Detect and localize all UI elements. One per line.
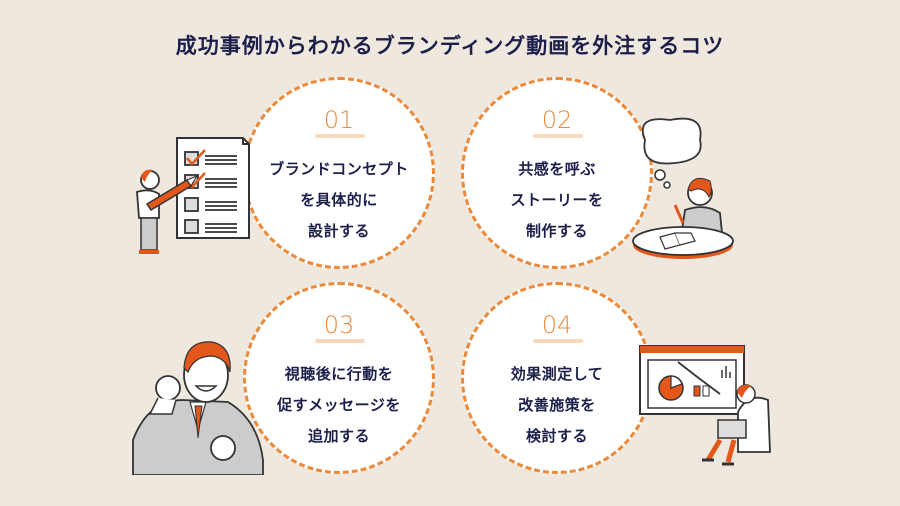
tip-line: ブランドコンセプト	[269, 160, 409, 178]
tip-card-02: 02 共感を呼ぶ ストーリーを 制作する	[461, 77, 653, 269]
checklist-illustration-icon	[136, 137, 250, 254]
tip-text: 視聴後に行動を 促すメッセージを 追加する	[246, 359, 432, 452]
tip-line: 設計する	[307, 222, 370, 240]
tip-number: 02	[541, 106, 573, 134]
tip-line: 共感を呼ぶ	[518, 160, 596, 178]
tip-line: 制作する	[525, 222, 588, 240]
tip-line: 改善施策を	[518, 396, 596, 414]
tip-line: 促すメッセージを	[277, 396, 401, 414]
tip-card-04: 04 効果測定して 改善施策を 検討する	[461, 282, 653, 474]
number-underline	[315, 134, 365, 138]
tip-line: 効果測定して	[510, 365, 604, 383]
tip-line: を具体的に	[300, 191, 378, 209]
tip-card-01: 01 ブランドコンセプト を具体的に 設計する	[243, 77, 435, 269]
thinking-person-illustration-icon	[632, 117, 734, 259]
tip-text: ブランドコンセプト を具体的に 設計する	[246, 154, 432, 247]
tip-number: 04	[541, 311, 573, 339]
number-underline	[533, 339, 583, 343]
number-underline	[315, 339, 365, 343]
analytics-illustration-icon	[639, 345, 771, 466]
tip-number: 03	[323, 311, 355, 339]
tip-line: 追加する	[307, 427, 370, 445]
page-title: 成功事例からわかるブランディング動画を外注するコツ	[175, 34, 725, 58]
tip-line: ストーリーを	[510, 191, 604, 209]
tip-card-03: 03 視聴後に行動を 促すメッセージを 追加する	[243, 282, 435, 474]
number-underline	[533, 134, 583, 138]
tip-number: 01	[323, 106, 355, 134]
tip-line: 視聴後に行動を	[284, 365, 394, 383]
tip-line: 検討する	[525, 427, 588, 445]
businessman-illustration-icon	[132, 341, 264, 475]
tip-text: 効果測定して 改善施策を 検討する	[464, 359, 650, 452]
tip-text: 共感を呼ぶ ストーリーを 制作する	[464, 154, 650, 247]
